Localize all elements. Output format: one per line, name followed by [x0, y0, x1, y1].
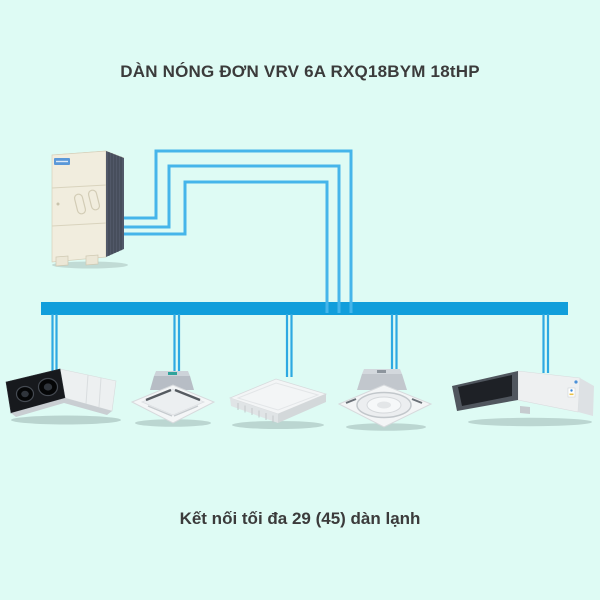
- handle-indent-2: [87, 189, 101, 211]
- panel-seam-upper: [51, 184, 107, 189]
- main-pipe-bus: [41, 302, 568, 315]
- grille-fins: [108, 152, 122, 256]
- unit2-logo: [168, 372, 177, 375]
- unit4-center: [377, 401, 391, 409]
- unit2-vent-slit-br: [173, 405, 199, 417]
- panel-seam-lower: [51, 222, 107, 227]
- unit5-shadow: [468, 417, 592, 427]
- unit1-seam-1: [85, 374, 89, 405]
- unit2-vent-slit-left: [145, 388, 172, 402]
- handle-indent-1: [73, 193, 87, 215]
- unit4-label: [377, 370, 386, 373]
- duct-port-right-hub: [43, 383, 53, 391]
- outdoor-pipes: [116, 149, 353, 313]
- indoor-unit-hrv: [5, 368, 121, 425]
- indoor-unit-suspended: [228, 378, 328, 429]
- unit2-body: [150, 376, 194, 390]
- pipe-run-1: [116, 149, 353, 313]
- foot-right: [85, 254, 99, 266]
- diagram-caption: Kết nối tối đa 29 (45) dàn lạnh: [179, 509, 421, 528]
- unit4-shadow: [346, 423, 426, 431]
- unit1-shadow: [11, 415, 121, 425]
- unit2-vent-slit-bl: [147, 405, 173, 417]
- unit2-vent-slit-right: [174, 388, 201, 402]
- unit3-grille: [237, 403, 274, 423]
- indoor-drop-pipes: [51, 314, 550, 377]
- indoor-unit-cassette-2: [337, 369, 433, 431]
- indoor-unit-cassette-1: [130, 371, 216, 427]
- diagram-title: DÀN NÓNG ĐƠN VRV 6A RXQ18BYM 18tHP: [120, 62, 480, 81]
- unit3-top-ridge: [236, 382, 320, 411]
- pipe-run-2: [116, 164, 341, 313]
- unit5-body-side: [578, 378, 594, 416]
- pipe-run-3: [116, 180, 329, 313]
- duct-port-left-hub: [21, 390, 29, 398]
- unit1-bottom-edge: [11, 398, 112, 417]
- outdoor-front-panel: [51, 150, 107, 263]
- unit4-corner-vent-right: [411, 398, 423, 404]
- unit3-right-face: [278, 394, 326, 423]
- foot-left: [55, 255, 69, 267]
- unit5-bracket: [520, 406, 530, 414]
- unit3-shadow: [232, 421, 324, 429]
- unit1-seam-2: [98, 377, 102, 408]
- unit5-spec-label: [567, 387, 576, 398]
- unit5-label-dot-blue: [570, 389, 573, 392]
- outdoor-unit-image: [51, 150, 128, 269]
- indoor-unit-ducted: [452, 370, 594, 427]
- unit5-logo-dot: [574, 380, 578, 384]
- screw-dot: [56, 202, 60, 206]
- unit5-intake-opening: [458, 375, 512, 406]
- unit5-label-dot-yellow: [569, 393, 574, 396]
- unit4-corner-vent-left: [345, 398, 357, 404]
- unit4-body: [357, 374, 407, 390]
